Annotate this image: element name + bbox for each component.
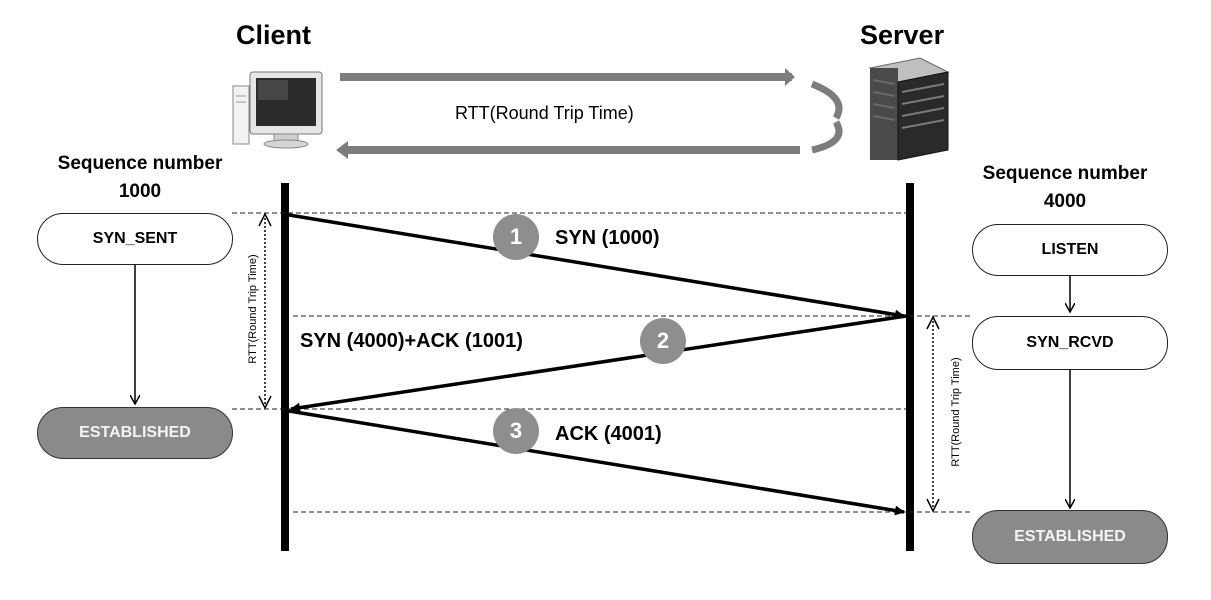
server-sequence-label: Sequence number <box>982 163 1148 184</box>
client-title: Client <box>236 20 312 50</box>
server-state-established: ESTABLISHED <box>972 510 1168 564</box>
step-2-badge: 2 <box>640 318 686 364</box>
server-state-syn-rcvd: SYN_RCVD <box>972 316 1168 370</box>
rtt-banner-label: RTT(Round Trip Time) <box>455 103 634 123</box>
syn-arrow <box>288 213 905 320</box>
step-1-badge: 1 <box>493 214 539 260</box>
dashed-guides <box>232 212 970 513</box>
rtt-vertical-right-arrow <box>926 315 940 513</box>
server-tower-icon <box>868 57 950 161</box>
client-state-established: ESTABLISHED <box>37 407 233 459</box>
server-sequence-number: Sequence number 4000 <box>955 160 1175 216</box>
server-timeline <box>906 183 914 551</box>
syn-message-label: SYN (1000) <box>555 227 660 249</box>
client-timeline <box>281 183 289 551</box>
client-sequence-number: Sequence number 1000 <box>30 150 250 206</box>
ack-arrow <box>288 409 905 516</box>
server-title: Server <box>860 20 945 50</box>
banner-turn-bottom <box>811 120 843 154</box>
banner-turn-top <box>810 80 843 120</box>
client-state-syn-sent: SYN_SENT <box>37 213 233 265</box>
rtt-vertical-left-arrow <box>258 212 272 410</box>
ack-message-label: ACK (4001) <box>555 423 662 445</box>
step-3-badge: 3 <box>493 408 539 454</box>
client-sequence-label: Sequence number <box>57 153 223 174</box>
server-sequence-value: 4000 <box>1043 191 1087 212</box>
client-sequence-value: 1000 <box>118 181 162 202</box>
rtt-vertical-right-label: RTT(Round Trip Time) <box>950 357 962 467</box>
rtt-vertical-left-label: RTT(Round Trip Time) <box>247 254 259 364</box>
rtt-banner-arrows <box>336 68 843 159</box>
server-state-listen: LISTEN <box>972 224 1168 276</box>
desktop-computer-icon <box>232 71 323 149</box>
syn-ack-arrow <box>290 314 907 413</box>
syn-ack-message-label: SYN (4000)+ACK (1001) <box>300 330 523 352</box>
